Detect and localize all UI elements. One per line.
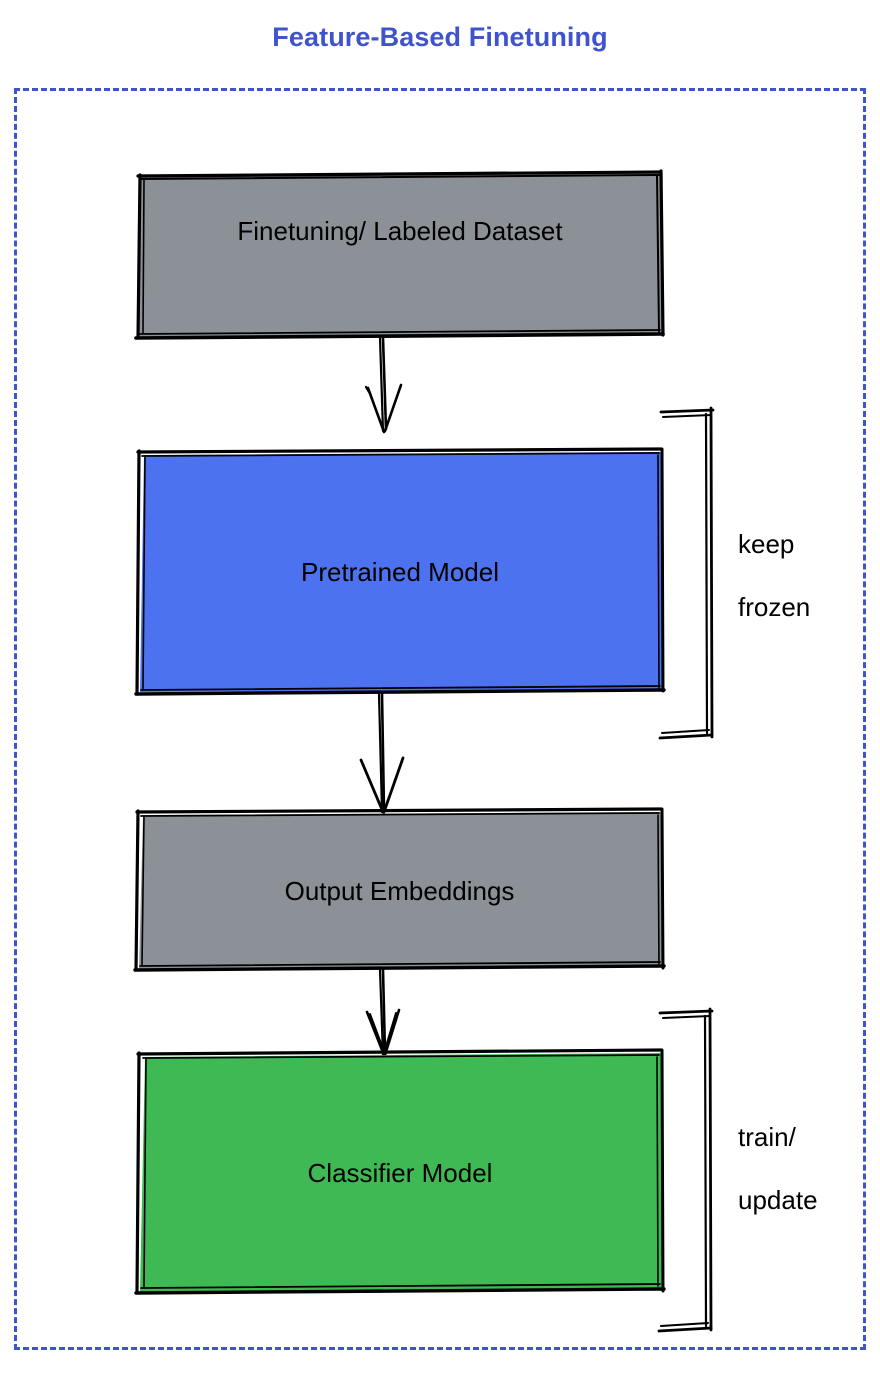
page-title: Feature-Based Finetuning <box>272 22 608 52</box>
annotation-train-update-label: train/ update <box>738 1090 868 1249</box>
annotation-keep-frozen-line1: keep <box>738 528 795 559</box>
node-finetuning-dataset-label: Finetuning/ Labeled Dataset <box>237 216 563 246</box>
node-output-embeddings-label: Output Embeddings <box>284 876 515 906</box>
annotation-keep-frozen-line2: frozen <box>738 592 811 623</box>
annotation-train-update-line2: update <box>738 1185 818 1216</box>
annotation-train-update-line1: train/ <box>738 1121 796 1152</box>
node-pretrained-model-label: Pretrained Model <box>301 557 499 587</box>
annotation-keep-frozen-label: keep frozen <box>738 497 868 656</box>
node-classifier-model-label: Classifier Model <box>307 1158 493 1188</box>
feature-based-finetuning-container <box>14 88 866 1350</box>
node-finetuning-dataset-hit[interactable] <box>137 172 663 338</box>
